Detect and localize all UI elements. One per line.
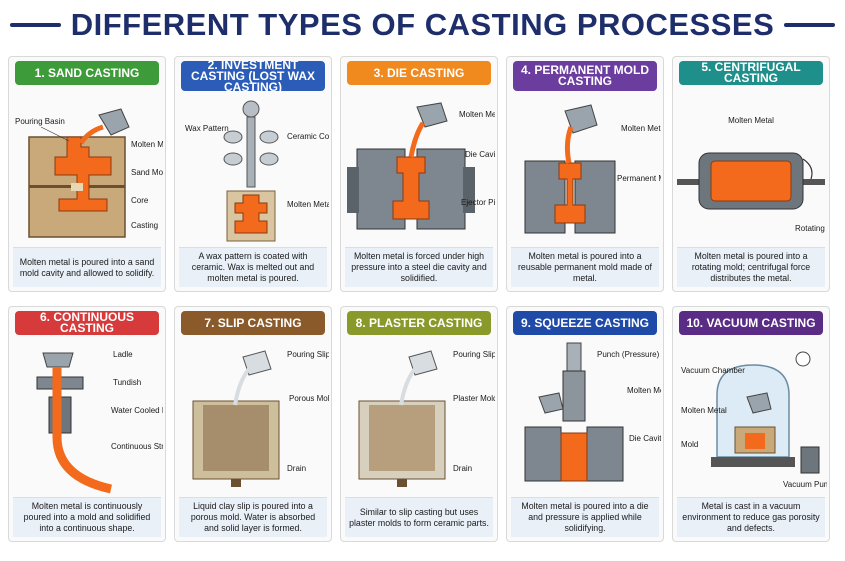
label-sand-mold: Sand Mold xyxy=(131,168,163,177)
card-sand-casting: 1. SAND CASTING Pouring Basin Molten Met… xyxy=(8,56,166,292)
label-molten-metal: Molten Metal xyxy=(287,200,329,209)
label-ejector-pins: Ejector Pins xyxy=(461,198,495,207)
card-title: 2. INVESTMENT CASTING (LOST WAX CASTING) xyxy=(181,59,325,93)
card-title: 5. CENTRIFUGAL CASTING xyxy=(679,61,823,85)
label-continuous-strand: Continuous Strand xyxy=(111,442,163,451)
label-water-cooled-mold: Water Cooled Mold xyxy=(111,406,163,415)
title-left-rule xyxy=(10,23,61,27)
label-molten-metal: Molten Metal xyxy=(681,406,727,415)
investment-casting-illustration: Wax Pattern Ceramic Coating Molten Metal xyxy=(185,100,329,242)
label-punch-pressure: Punch (Pressure) xyxy=(597,350,660,359)
card-centrifugal-casting: 5. CENTRIFUGAL CASTING Molten Metal Rota… xyxy=(672,56,830,292)
label-die-cavity: Die Cavity xyxy=(465,150,495,159)
label-molten-metal: Molten Metal xyxy=(131,140,163,149)
card-plaster-casting: 8. PLASTER CASTING Pouring Slip Plaster … xyxy=(340,306,498,542)
label-casting: Casting xyxy=(131,221,158,230)
card-description: Metal is cast in a vacuum environment to… xyxy=(677,497,825,537)
label-vacuum-pump: Vacuum Pump xyxy=(783,480,827,489)
card-title: 3. DIE CASTING xyxy=(347,61,491,85)
label-ceramic-coating: Ceramic Coating xyxy=(287,132,329,141)
card-title: 4. PERMANENT MOLD CASTING xyxy=(513,61,657,91)
label-pouring-basin: Pouring Basin xyxy=(15,117,65,126)
card-title: 9. SQUEEZE CASTING xyxy=(513,311,657,335)
card-description: Molten metal is poured into a die and pr… xyxy=(511,497,659,537)
card-permanent-mold-casting: 4. PERMANENT MOLD CASTING Molten Metal P… xyxy=(506,56,664,292)
label-pouring-slip: Pouring Slip xyxy=(453,350,495,359)
label-core: Core xyxy=(131,196,149,205)
card-description: Molten metal is poured into a rotating m… xyxy=(677,247,825,287)
card-die-casting: 3. DIE CASTING Molten Metal Die Cavity E… xyxy=(340,56,498,292)
label-permanent-mold: Permanent Mold xyxy=(617,174,661,183)
plaster-casting-illustration: Pouring Slip Plaster Mold Drain xyxy=(358,350,495,487)
card-title: 8. PLASTER CASTING xyxy=(347,311,491,335)
label-wax-pattern: Wax Pattern xyxy=(185,124,229,133)
continuous-casting-illustration: Ladle Tundish Water Cooled Mold Continuo… xyxy=(36,350,163,494)
card-description: Molten metal is continuously poured into… xyxy=(13,497,161,537)
squeeze-casting-illustration: Punch (Pressure) Molten Metal Die Cavity xyxy=(524,342,661,482)
card-title: 7. SLIP CASTING xyxy=(181,311,325,335)
permanent-mold-illustration: Molten Metal Permanent Mold xyxy=(524,104,661,234)
label-tundish: Tundish xyxy=(113,378,141,387)
label-drain: Drain xyxy=(453,464,472,473)
label-drain: Drain xyxy=(287,464,306,473)
card-description: Liquid clay slip is poured into a porous… xyxy=(179,497,327,537)
card-description: A wax pattern is coated with ceramic. Wa… xyxy=(179,247,327,287)
card-title: 6. CONTINUOUS CASTING xyxy=(15,311,159,335)
card-description: Molten metal is forced under high pressu… xyxy=(345,247,493,287)
slip-casting-illustration: Pouring Slip Porous Mold Drain xyxy=(192,350,329,487)
card-slip-casting: 7. SLIP CASTING Pouring Slip Porous Mold… xyxy=(174,306,332,542)
label-die-cavity: Die Cavity xyxy=(629,434,661,443)
card-vacuum-casting: 10. VACUUM CASTING Vacuum Chamber Molten… xyxy=(672,306,830,542)
card-continuous-casting: 6. CONTINUOUS CASTING Ladle Tundish Wate… xyxy=(8,306,166,542)
card-investment-casting: 2. INVESTMENT CASTING (LOST WAX CASTING)… xyxy=(174,56,332,292)
card-description: Similar to slip casting but uses plaster… xyxy=(345,497,493,537)
label-rotating-mold: Rotating Mold xyxy=(795,224,827,233)
die-casting-illustration: Molten Metal Die Cavity Ejector Pins xyxy=(347,102,495,230)
card-description: Molten metal is poured into a sand mold … xyxy=(13,247,161,287)
card-squeeze-casting: 9. SQUEEZE CASTING Punch (Pressure) Molt… xyxy=(506,306,664,542)
label-pouring-slip: Pouring Slip xyxy=(287,350,329,359)
label-molten-metal: Molten Metal xyxy=(621,124,661,133)
label-ladle: Ladle xyxy=(113,350,133,359)
label-molten-metal: Molten Metal xyxy=(627,386,661,395)
label-molten-metal: Molten Metal xyxy=(728,116,774,125)
label-vacuum-chamber: Vacuum Chamber xyxy=(681,366,745,375)
card-description: Molten metal is poured into a reusable p… xyxy=(511,247,659,287)
card-title: 1. SAND CASTING xyxy=(15,61,159,85)
card-title: 10. VACUUM CASTING xyxy=(679,311,823,335)
centrifugal-casting-illustration: Molten Metal Rotating Mold xyxy=(677,116,827,233)
label-plaster-mold: Plaster Mold xyxy=(453,394,495,403)
page-title: DIFFERENT TYPES OF CASTING PROCESSES xyxy=(70,7,775,42)
sand-casting-illustration: Pouring Basin Molten Metal Sand Mold Cor… xyxy=(15,108,163,238)
label-mold: Mold xyxy=(681,440,698,449)
vacuum-casting-illustration: Vacuum Chamber Molten Metal Mold Vacuum … xyxy=(681,351,827,489)
header: DIFFERENT TYPES OF CASTING PROCESSES xyxy=(0,4,845,46)
label-molten-metal: Molten Metal xyxy=(459,110,495,119)
title-right-rule xyxy=(784,23,835,27)
label-porous-mold: Porous Mold xyxy=(289,394,329,403)
